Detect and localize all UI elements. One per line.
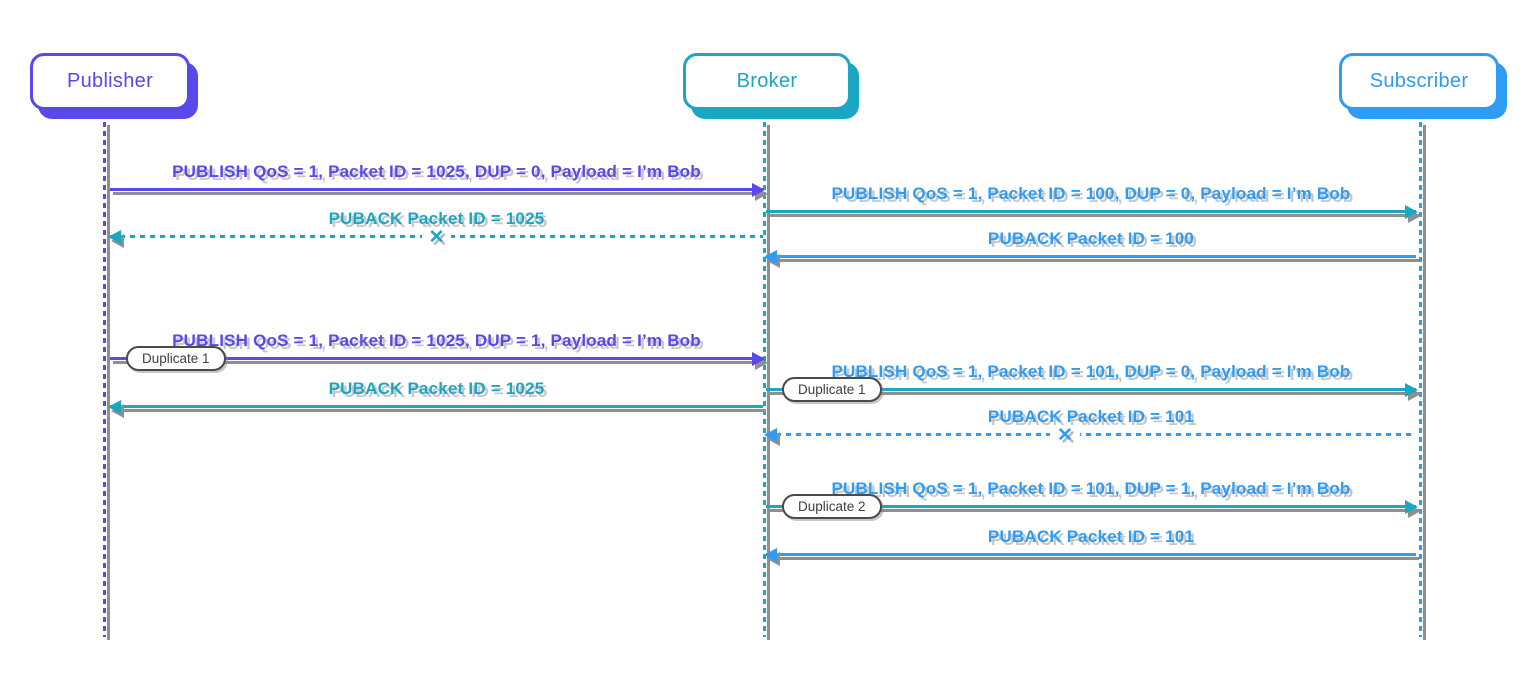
arrowhead-left-icon [764,428,777,442]
message-puback-100-ok: PUBACK Packet ID = 100 [764,222,1416,264]
publisher-label: Publisher [66,70,154,92]
subscriber-label: Subscriber [1369,70,1469,92]
message-label: PUBLISH QoS = 1, Packet ID = 1025, DUP =… [172,162,701,181]
arrowhead-left-icon [764,548,777,562]
lost-message-x-icon: ✕ [421,228,452,247]
message-label: PUBLISH QoS = 1, Packet ID = 101, DUP = … [831,362,1351,381]
arrowhead-left-icon [108,230,121,244]
arrow-line [110,357,763,360]
arrow-line-dashed [766,433,1416,436]
publisher-lifeline [103,122,106,637]
arrowhead-right-icon [752,352,765,366]
arrowhead-right-icon [1405,500,1418,514]
message-label: PUBLISH QoS = 1, Packet ID = 1025, DUP =… [172,331,701,350]
arrow-line [766,255,1416,258]
broker-label: Broker [736,70,798,92]
arrowhead-right-icon [1405,383,1418,397]
duplicate-badge: Duplicate 1 [126,346,226,371]
message-publish-1025-dup0: PUBLISH QoS = 1, Packet ID = 1025, DUP =… [110,155,765,197]
arrow-line [110,405,763,408]
broker-lifeline [763,122,766,637]
message-publish-101-dup0: PUBLISH QoS = 1, Packet ID = 101, DUP = … [766,355,1418,402]
message-label: PUBLISH QoS = 1, Packet ID = 101, DUP = … [831,479,1351,498]
publisher-box: Publisher [30,53,190,110]
arrow-line [766,553,1416,556]
arrow-line [766,505,1416,508]
arrow-line [766,210,1416,213]
message-puback-101-lost: PUBACK Packet ID = 101 ✕ [764,400,1416,445]
message-publish-1025-dup1: PUBLISH QoS = 1, Packet ID = 1025, DUP =… [110,324,765,371]
duplicate-badge: Duplicate 1 [782,377,882,402]
message-label: PUBACK Packet ID = 1025 [328,209,545,228]
arrow-line [110,188,763,191]
arrowhead-left-icon [764,250,777,264]
subscriber-lifeline [1419,122,1422,637]
message-label: PUBLISH QoS = 1, Packet ID = 100, DUP = … [831,184,1351,203]
message-label: PUBACK Packet ID = 100 [987,229,1195,248]
message-publish-101-dup1: PUBLISH QoS = 1, Packet ID = 101, DUP = … [766,472,1418,519]
arrow-line [766,388,1416,391]
arrowhead-left-icon [108,400,121,414]
message-puback-101-ok: PUBACK Packet ID = 101 [764,520,1416,562]
message-label: PUBACK Packet ID = 1025 [328,379,545,398]
message-puback-1025-lost: PUBACK Packet ID = 1025 ✕ [108,202,763,247]
message-label: PUBACK Packet ID = 101 [987,527,1195,546]
message-publish-100-dup0: PUBLISH QoS = 1, Packet ID = 100, DUP = … [766,177,1418,219]
arrowhead-right-icon [752,183,765,197]
duplicate-badge: Duplicate 2 [782,494,882,519]
subscriber-box: Subscriber [1339,53,1499,110]
arrowhead-right-icon [1405,205,1418,219]
message-puback-1025-ok: PUBACK Packet ID = 1025 [108,372,763,414]
lost-message-x-icon: ✕ [1050,426,1080,445]
broker-box: Broker [683,53,851,110]
message-label: PUBACK Packet ID = 101 [987,407,1195,426]
